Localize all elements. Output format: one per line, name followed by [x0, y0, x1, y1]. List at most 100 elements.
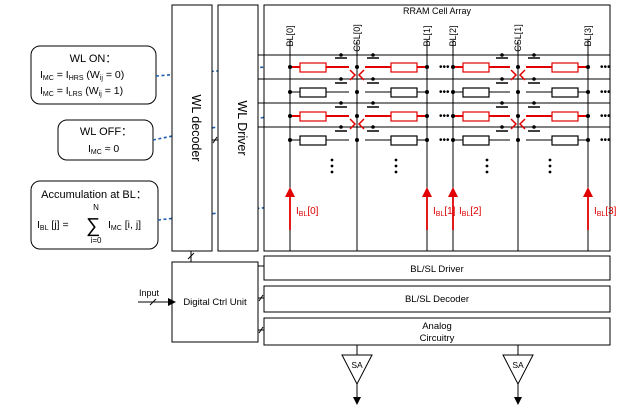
rram-resistor: [462, 135, 490, 146]
junction-dot: [288, 138, 292, 142]
array-title: RRAM Cell Array: [403, 6, 472, 16]
sense-amplifier-2: SA: [502, 345, 534, 405]
sourceline-label: CSL[0]: [352, 24, 362, 52]
rram-resistor: [462, 87, 490, 98]
junction-dot: [371, 53, 375, 57]
current-arrow: [510, 69, 518, 81]
junction-dot: [451, 114, 455, 118]
sum-lower: i=0: [91, 236, 102, 245]
junction-dot: [425, 138, 429, 142]
rram-resistor: [462, 62, 490, 73]
junction-dot: [586, 138, 590, 142]
bl-current-label: IBL[0]: [296, 206, 319, 218]
junction-dot: [500, 77, 504, 81]
column-continuation: [394, 164, 398, 168]
accumulation-rhs: IMC [i, j]: [108, 219, 141, 232]
junction-dot: [516, 138, 520, 142]
junction-dot: [288, 90, 292, 94]
bl-current-label: IBL[2]: [459, 206, 482, 218]
junction-dot: [339, 77, 343, 81]
row-continuation: •••: [439, 135, 450, 146]
junction-dot: [371, 77, 375, 81]
column-continuation: [330, 164, 334, 168]
junction-dot: [451, 138, 455, 142]
row-continuation: •••: [600, 87, 611, 98]
junction-dot: [451, 65, 455, 69]
accumulation-title: Accumulation at BL：: [41, 189, 147, 201]
bl-sl-driver-block: BL/SL Driver: [263, 255, 611, 281]
junction-dot: [371, 125, 375, 129]
bitline-label: BL[2]: [448, 25, 458, 46]
digital-ctrl-label: Digital Ctrl Unit: [183, 297, 247, 308]
wl-on-title: WL ON：: [70, 53, 117, 65]
input-label: Input: [139, 288, 160, 298]
rram-resistor: [390, 111, 418, 122]
junction-dot: [355, 138, 359, 142]
current-arrow: [349, 118, 357, 130]
bitline-label: BL[0]: [285, 25, 295, 46]
column-continuation: [548, 164, 552, 168]
junction-dot: [288, 65, 292, 69]
junction-dot: [425, 65, 429, 69]
column-continuation: [485, 164, 489, 168]
sum-symbol: ∑: [86, 215, 100, 237]
junction-dot: [425, 90, 429, 94]
rram-resistor: [551, 62, 579, 73]
rram-array: RRAM Cell Array BL[0]BL[1]BL[2]BL[3]CSL[…: [258, 4, 617, 252]
junction-dot: [339, 53, 343, 57]
row-continuation: •••: [439, 87, 450, 98]
analog-label-2: Circuitry: [420, 333, 455, 344]
wl-driver-block: WL Driver: [217, 4, 259, 252]
column-continuation: [394, 158, 398, 162]
bl-current-arrowhead: [448, 187, 458, 197]
wl-off-note: WL OFF： IMC ≈ 0: [57, 119, 154, 161]
rram-resistor: [551, 135, 579, 146]
rram-resistor: [299, 135, 327, 146]
junction-dot: [451, 90, 455, 94]
bl-current-label: IBL[3]: [594, 206, 617, 218]
junction-dot: [355, 114, 359, 118]
sa-label-1: SA: [351, 360, 363, 370]
wl-on-equation-1: IMC = IHRS (Wij = 0): [40, 69, 124, 82]
junction-dot: [516, 90, 520, 94]
wl-on-note: WL ON： IMC = IHRS (Wij = 0) IMC = ILRS (…: [30, 45, 157, 105]
junction-dot: [516, 65, 520, 69]
control-buses: [138, 251, 264, 334]
bl-current-arrowhead: [422, 187, 432, 197]
bitline-label: BL[3]: [583, 25, 593, 46]
rram-resistor: [390, 135, 418, 146]
column-continuation: [485, 170, 489, 174]
junction-dot: [500, 53, 504, 57]
sense-amplifier-1: SA: [341, 345, 373, 405]
analog-label-1: Analog: [422, 321, 452, 332]
current-arrow: [518, 118, 526, 130]
column-continuation: [330, 170, 334, 174]
column-continuation: [394, 170, 398, 174]
bl-current-arrowhead: [583, 187, 593, 197]
junction-dot: [516, 114, 520, 118]
rram-resistor: [390, 62, 418, 73]
wl-decoder-label: WL decoder: [189, 95, 203, 162]
junction-dot: [339, 101, 343, 105]
junction-dot: [586, 90, 590, 94]
analog-circuitry-block: Analog Circuitry: [263, 317, 611, 346]
wl-decoder-block: WL decoder: [171, 4, 213, 252]
rram-resistor: [551, 87, 579, 98]
junction-dot: [288, 114, 292, 118]
row-continuation: •••: [600, 111, 611, 122]
sa-label-2: SA: [512, 360, 524, 370]
rram-resistor: [462, 111, 490, 122]
junction-dot: [532, 53, 536, 57]
junction-dot: [532, 125, 536, 129]
row-continuation: •••: [439, 111, 450, 122]
bl-sl-decoder-block: BL/SL Decoder: [263, 285, 611, 313]
sum-upper: N: [93, 203, 99, 212]
row-continuation: •••: [600, 62, 611, 73]
column-continuation: [548, 170, 552, 174]
current-arrow: [349, 69, 357, 81]
junction-dot: [371, 101, 375, 105]
accumulation-lhs: IBL [j] =: [37, 219, 69, 232]
junction-dot: [500, 101, 504, 105]
digital-ctrl-block: Digital Ctrl Unit: [171, 261, 259, 343]
